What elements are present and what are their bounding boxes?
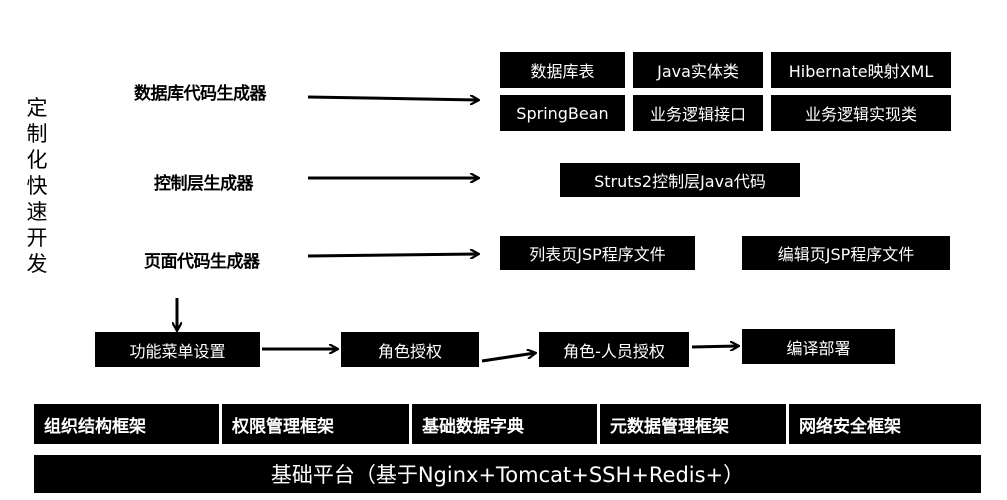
framework-permission: 权限管理框架 [222, 404, 409, 444]
output-db-table: 数据库表 [500, 52, 625, 88]
page-generator-label: 页面代码生成器 [144, 252, 260, 272]
base-platform-bar: 基础平台（基于Nginx+Tomcat+SSH+Redis+） [34, 455, 981, 493]
output-edit-jsp: 编辑页JSP程序文件 [742, 236, 950, 270]
arrow-db-to-outputs [307, 97, 478, 100]
output-hibernate-xml: Hibernate映射XML [771, 52, 951, 88]
output-java-entity: Java实体类 [633, 52, 763, 88]
flow-menu-setting: 功能菜单设置 [95, 332, 260, 367]
framework-bar: 组织结构框架 权限管理框架 基础数据字典 元数据管理框架 网络安全框架 [34, 404, 981, 444]
output-business-interface: 业务逻辑接口 [633, 95, 763, 131]
framework-network-security: 网络安全框架 [789, 404, 981, 444]
control-generator-label: 控制层生成器 [154, 174, 254, 194]
arrow-page-to-outputs [307, 254, 478, 256]
db-generator-label: 数据库代码生成器 [134, 84, 267, 104]
framework-org-structure: 组织结构框架 [34, 404, 219, 444]
flow-role-person-authorization: 角色-人员授权 [539, 332, 689, 367]
arrow-person-to-deploy [691, 346, 738, 347]
vertical-title: 定制化快速开发 [26, 96, 48, 276]
flow-compile-deploy: 编译部署 [742, 329, 895, 364]
arrow-role-to-person [481, 353, 535, 363]
output-springbean: SpringBean [500, 95, 625, 131]
framework-metadata: 元数据管理框架 [600, 404, 786, 444]
flow-role-authorization: 角色授权 [341, 332, 479, 367]
output-list-jsp: 列表页JSP程序文件 [500, 236, 695, 270]
framework-data-dictionary: 基础数据字典 [412, 404, 597, 444]
output-business-impl: 业务逻辑实现类 [771, 95, 951, 131]
output-struts2-controller: Struts2控制层Java代码 [560, 163, 800, 197]
